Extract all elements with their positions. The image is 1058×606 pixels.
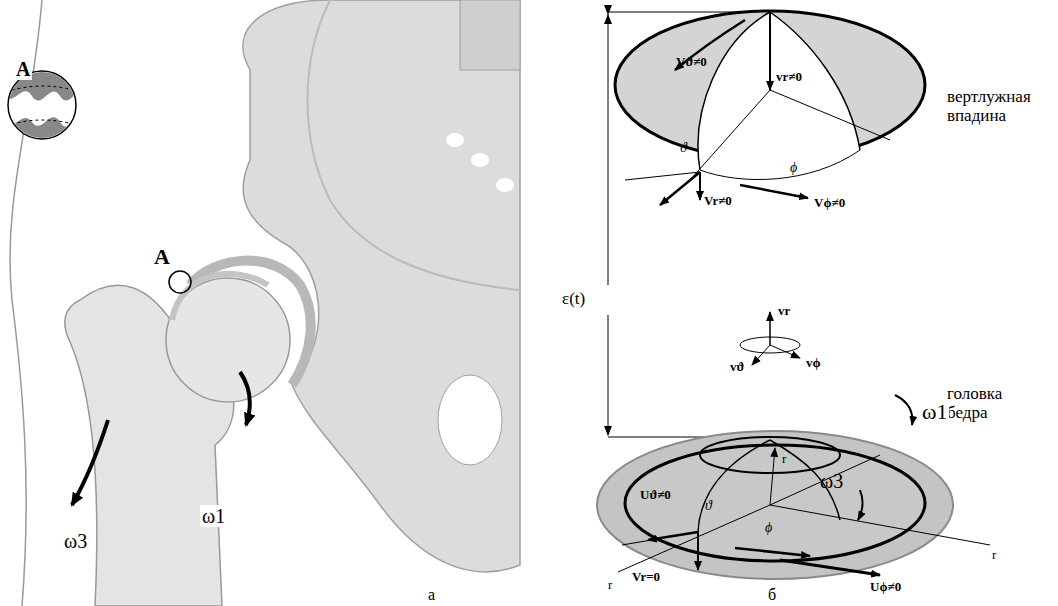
vector-label: Uϕ≠0 <box>868 580 903 594</box>
axis-label: r <box>990 548 998 562</box>
vector-label: Vr=0 <box>630 570 662 584</box>
part-label: вертлужная впадина <box>945 88 1054 125</box>
vector-label: vϑ <box>728 360 746 374</box>
rotation-label: ω3 <box>820 470 843 492</box>
coordinate-label: ϑ <box>680 140 687 155</box>
part-label: головка бедра <box>945 385 1039 422</box>
gap-label: ε(t) <box>560 290 587 309</box>
panel-label: б <box>766 586 778 604</box>
coordinate-label: ϑ <box>705 498 712 513</box>
vector-label: vr <box>776 304 792 318</box>
vector-label: vϕ <box>804 356 823 370</box>
inset-label: A <box>14 58 32 80</box>
vector-label: Vϑ≠0 <box>676 55 707 69</box>
coordinate-label: ϕ <box>765 520 772 535</box>
vector-label: Uϑ≠0 <box>640 488 671 502</box>
rotation-label: ω1 <box>920 400 949 424</box>
vector-label: Vr≠0 <box>702 194 734 208</box>
rotation-label: ω3 <box>62 530 89 552</box>
coordinate-label: ϕ <box>790 160 797 175</box>
axis-label: r <box>606 578 614 592</box>
rotation-label: ω1 <box>200 505 227 527</box>
axis-label: r <box>782 452 786 466</box>
region-label: A <box>154 245 170 269</box>
panel-label: а <box>426 586 437 604</box>
vector-label: Vϕ≠0 <box>812 196 847 210</box>
vector-label: vr≠0 <box>776 70 802 84</box>
